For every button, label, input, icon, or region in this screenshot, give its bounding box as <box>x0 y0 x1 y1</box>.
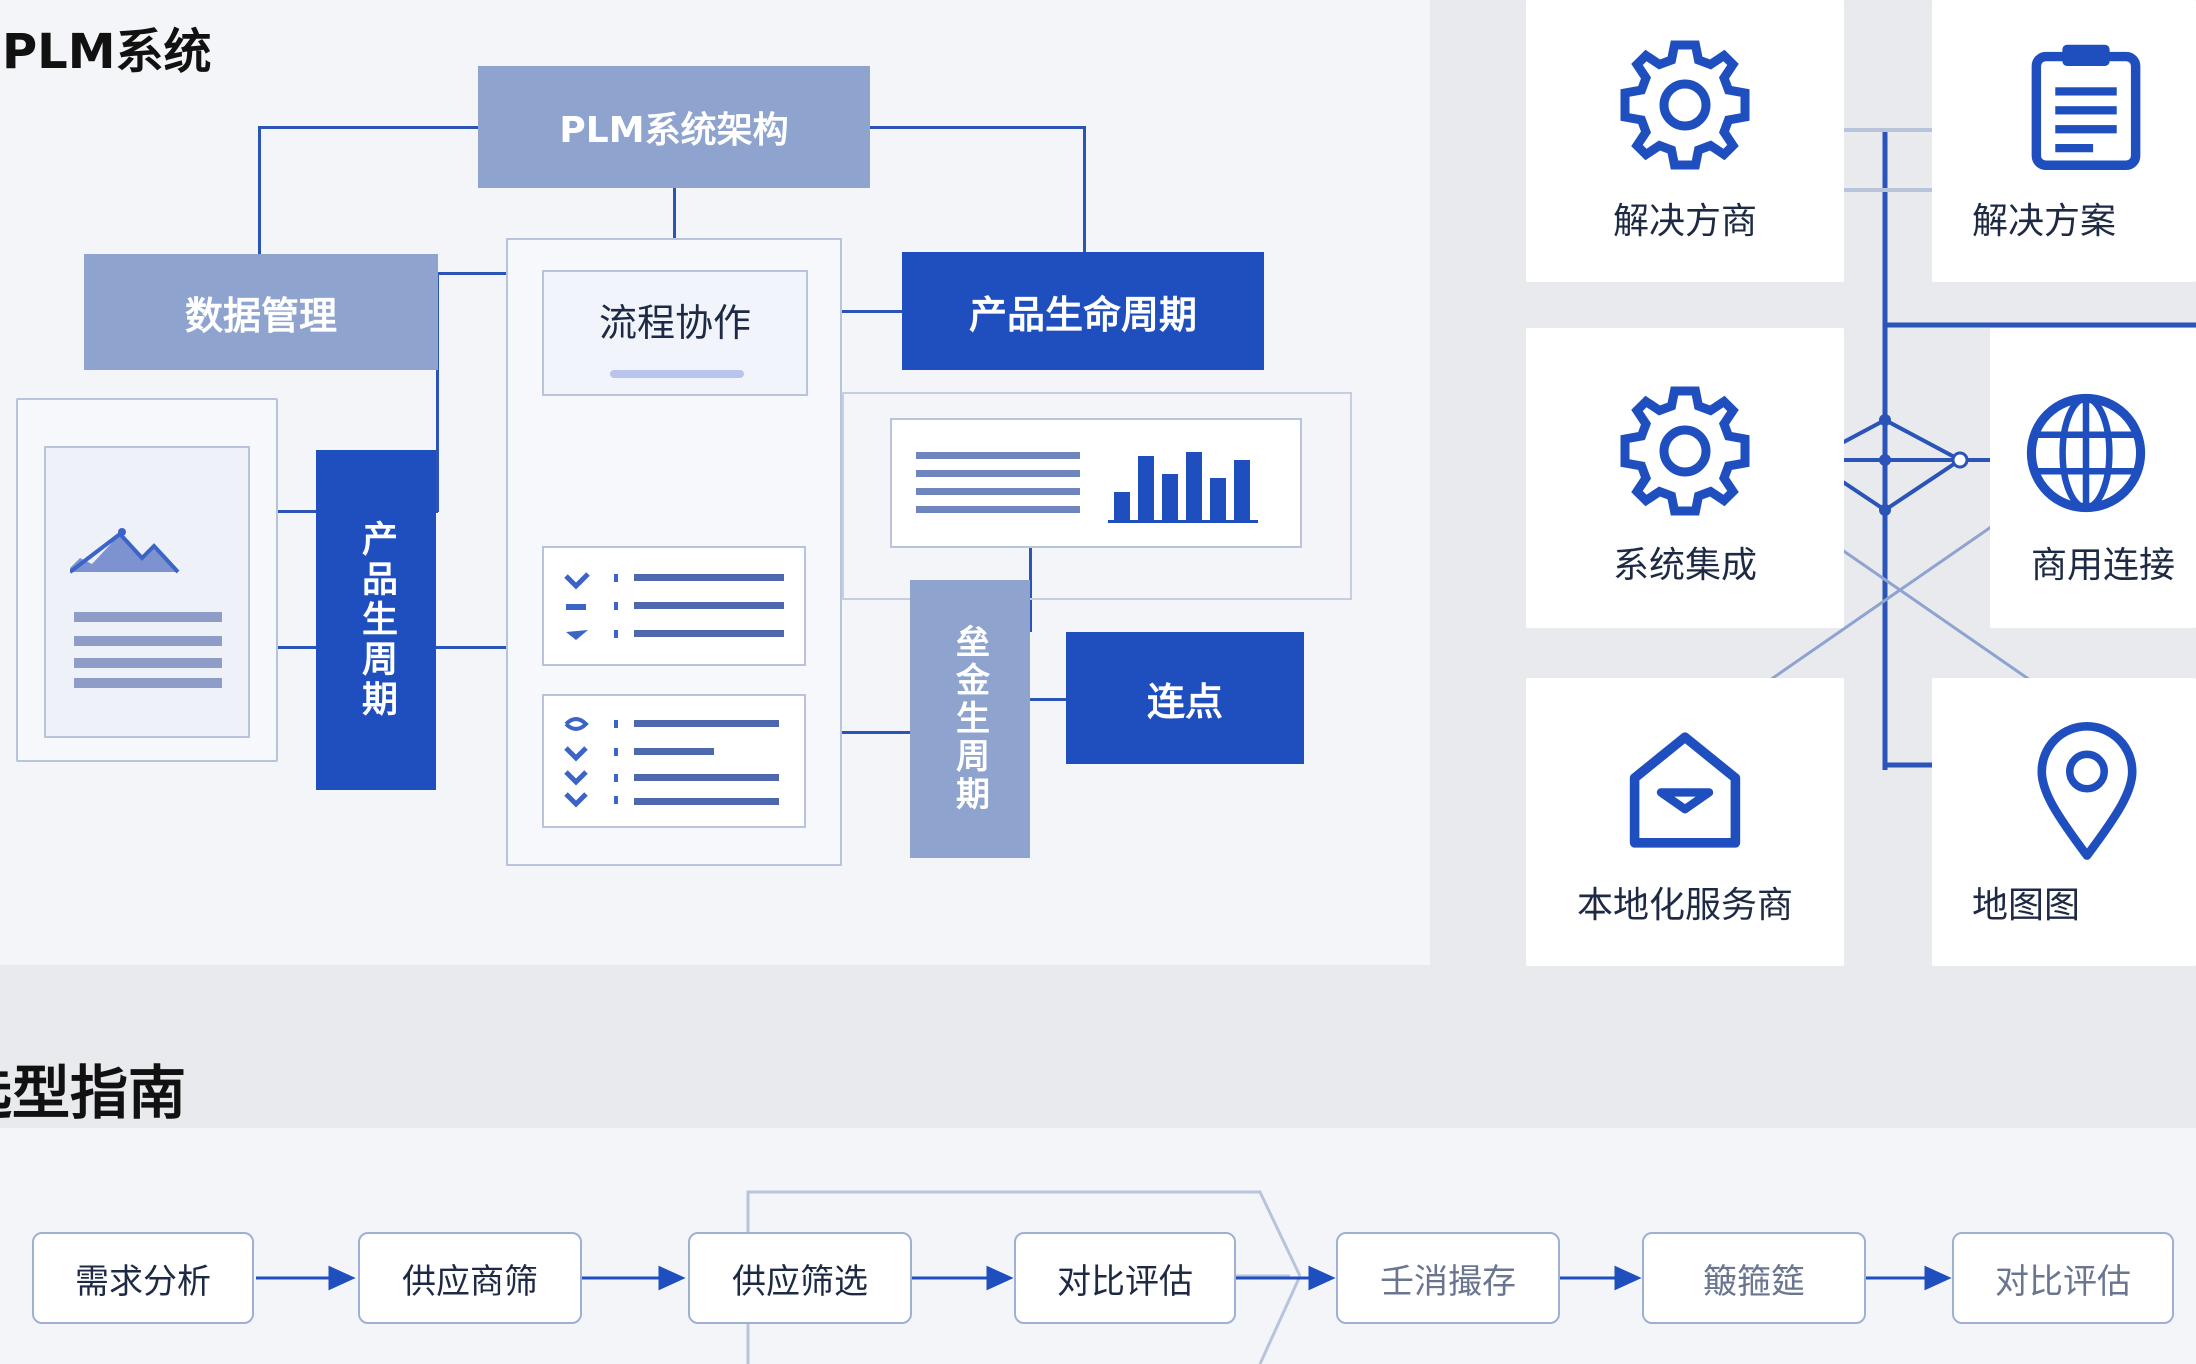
card-label: 解决方案 <box>1972 201 2117 242</box>
ecosystem-card[interactable]: 商用连接 <box>1990 328 2196 628</box>
gear-icon <box>1620 386 1750 516</box>
bar-chart-icon <box>916 452 1258 523</box>
connector <box>868 126 1086 129</box>
connector <box>434 646 506 649</box>
connector <box>842 731 910 734</box>
product-lifecycle-node: 产品生命周期 <box>902 252 1264 370</box>
map-pin-icon <box>2037 722 2137 860</box>
document-card <box>44 446 250 738</box>
connector <box>842 310 902 313</box>
connector <box>1029 548 1032 632</box>
flow-step[interactable]: 对比评估 <box>1952 1232 2174 1324</box>
node-box: 连点 <box>1066 632 1304 764</box>
card-label: 商用连接 <box>2030 545 2175 586</box>
flow-step[interactable]: 壬消撮存 <box>1336 1232 1560 1324</box>
connector <box>434 510 438 513</box>
connector <box>436 272 506 275</box>
outline-frame <box>842 392 1352 600</box>
connector <box>278 510 318 513</box>
progress-bar <box>610 370 744 378</box>
card-label: 解决方商 <box>1612 201 1757 242</box>
checklist-icon <box>564 717 779 808</box>
checklist-icon <box>564 572 784 640</box>
connector <box>1028 698 1066 701</box>
connector <box>1083 126 1086 252</box>
checklist-card <box>542 694 806 828</box>
ecosystem-card[interactable]: 解决方案 <box>1932 0 2196 282</box>
architecture-node: PLM系统架构 <box>478 66 870 188</box>
lifecycle-vertical-node-2: 垒金生周期 <box>910 580 1030 858</box>
section-title: 选型指南 <box>0 1059 187 1127</box>
connector <box>673 188 676 240</box>
connector <box>436 272 439 512</box>
card-label: 本地化服务商 <box>1576 885 1793 926</box>
flow-step[interactable]: 供应商筛 <box>358 1232 582 1324</box>
lifecycle-vertical-node: 产品生周期 <box>316 450 436 790</box>
flow-arrows <box>256 1265 1952 1291</box>
ecosystem-card[interactable]: 地图图 <box>1932 678 2196 966</box>
process-collaboration-node: 流程协作 <box>542 270 808 396</box>
flow-step[interactable]: 对比评估 <box>1014 1232 1236 1324</box>
flow-step[interactable]: 需求分析 <box>32 1232 254 1324</box>
connector <box>278 646 318 649</box>
ecosystem-card[interactable]: 解决方商 <box>1526 0 1844 282</box>
flow-step[interactable]: 供应筛选 <box>688 1232 912 1324</box>
globe-icon <box>2026 393 2146 513</box>
gear-icon <box>1620 40 1750 170</box>
process-collaboration-label: 流程协作 <box>598 300 751 345</box>
ecosystem-card[interactable]: 系统集成 <box>1526 328 1844 628</box>
card-label: 地图图 <box>1972 885 2081 926</box>
connector <box>258 126 478 129</box>
report-panel <box>890 418 1302 548</box>
page-title: PLM系统 <box>2 24 212 80</box>
card-label: 系统集成 <box>1612 545 1757 586</box>
clipboard-icon <box>2031 44 2141 170</box>
connector <box>258 126 261 256</box>
flow-step[interactable]: 簸箍筵 <box>1642 1232 1866 1324</box>
data-management-node: 数据管理 <box>84 254 438 370</box>
mail-icon <box>1629 732 1741 848</box>
checklist-card <box>542 546 806 666</box>
mountain-chart-icon <box>70 528 222 688</box>
ecosystem-card[interactable]: 本地化服务商 <box>1526 678 1844 966</box>
